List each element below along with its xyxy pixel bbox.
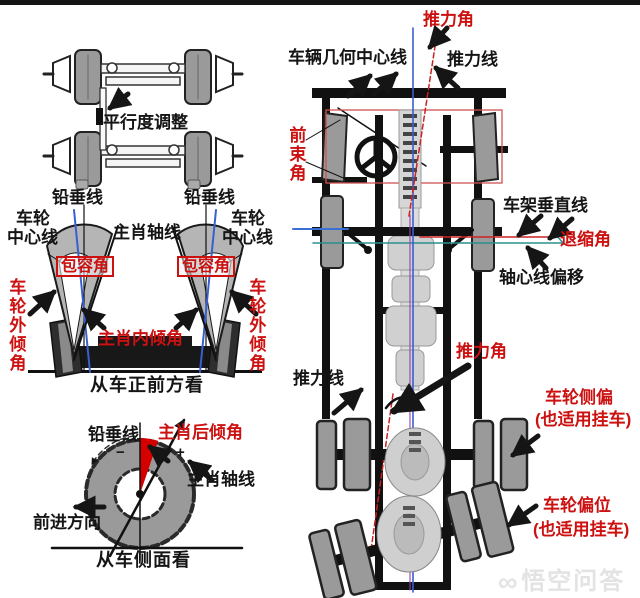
thrust-line-label-bottom: 推力线 [293, 369, 344, 388]
side-view-caption: 从车侧面看 [96, 550, 191, 570]
thrust-angle-label-top: 推力角 [423, 10, 474, 29]
geometric-centerline-label: 车辆几何中心线 [288, 48, 407, 67]
frame-vertical-line-label: 车架垂直线 [503, 196, 588, 215]
kingpin-inclination-label: 主肖内倾角 [98, 329, 183, 348]
setback-angle-label: 退缩角 [560, 230, 611, 249]
watermark-logo-icon: ∞ [498, 567, 520, 597]
wheel-offset-note: (也适用挂车) [533, 520, 630, 539]
kingpin-axis-label-side: 主肖轴线 [187, 470, 255, 489]
included-angle-label-left: 包容角 [56, 256, 115, 278]
watermark-text: 悟空问答 [521, 568, 626, 595]
camber-label-left: 车轮外倾角 [6, 278, 26, 373]
wheel-centerline-left-2: 中心线 [7, 228, 58, 247]
parallel-adjust-label: 平行度调整 [103, 113, 188, 132]
thrust-angle-label-mid: 推力角 [456, 342, 507, 361]
side-view-diagram [50, 418, 244, 561]
truck-top-view [292, 24, 575, 598]
watermark: ∞悟空问答 [498, 561, 625, 598]
wheel-centerline-right-1: 车轮 [231, 209, 265, 228]
wheel-centerline-left-1: 车轮 [16, 209, 50, 228]
wheel-offset-label: 车轮偏位 [543, 496, 611, 515]
wheel-centerline-right-2: 中心线 [222, 228, 273, 247]
wheel-sideslip-note: (也适用挂车) [535, 410, 632, 429]
plus-sign: + [176, 444, 185, 461]
toe-angle-label: 前束角 [286, 126, 306, 183]
wheel-sideslip-label: 车轮侧偏 [545, 388, 613, 407]
thrust-line-label-top: 推力线 [447, 50, 498, 69]
front-view-caption: 从车正前方看 [90, 375, 204, 395]
axis-offset-label: 轴心线偏移 [499, 268, 584, 287]
caster-angle-label: 主肖后倾角 [158, 423, 243, 442]
included-angle-label-right: 包容角 [177, 256, 236, 278]
plumb-line-label-left: 铅垂线 [52, 188, 103, 207]
camber-label-right: 车轮外倾角 [246, 278, 266, 373]
parallelism-diagram [42, 49, 244, 187]
plumb-line-label-side: 铅垂线 [88, 425, 139, 444]
plumb-line-label-right: 铅垂线 [184, 188, 235, 207]
minus-sign: − [116, 444, 125, 461]
top-border [0, 0, 640, 5]
forward-direction-label: 前进方向 [33, 513, 101, 532]
kingpin-axis-label-front: 主肖轴线 [113, 223, 181, 242]
